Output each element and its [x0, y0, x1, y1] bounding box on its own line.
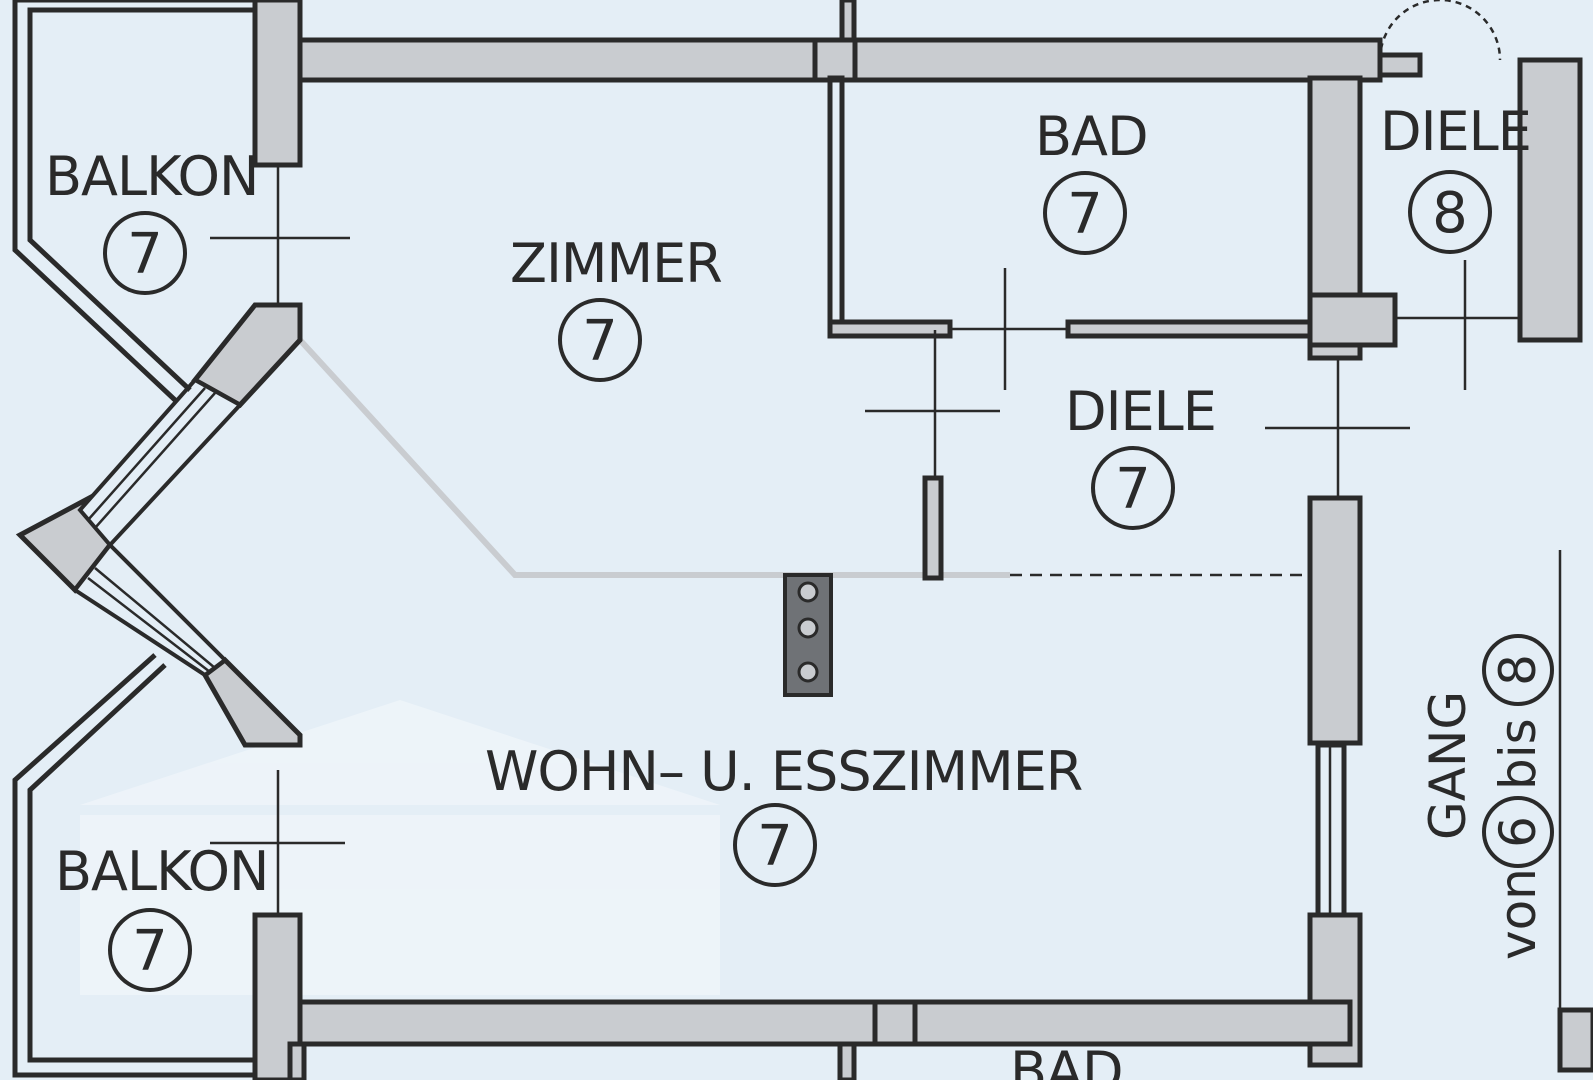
room-number: 7 — [127, 222, 163, 287]
room-balkon-top: BALKON 7 — [45, 145, 259, 295]
room-number: 8 — [1432, 181, 1468, 246]
gang-middle: bis — [1489, 718, 1547, 790]
room-label: BALKON — [55, 840, 268, 903]
room-number: 7 — [1115, 457, 1151, 522]
room-label: ZIMMER — [510, 232, 722, 295]
room-label: BALKON — [45, 145, 258, 208]
room-number-circle — [103, 211, 187, 295]
room-number: 7 — [757, 814, 793, 879]
room-zimmer: ZIMMER 7 — [510, 232, 723, 382]
room-wohn-esszimmer: WOHN– U. ESSZIMMER 7 — [485, 740, 1083, 887]
room-label: DIELE — [1065, 380, 1216, 443]
gang-prefix: von — [1489, 868, 1547, 960]
room-label: WOHN– U. ESSZIMMER — [485, 740, 1082, 803]
room-balkon-bottom: BALKON 7 — [55, 840, 269, 992]
gang-label: GANG von 6 bis 8 — [1419, 634, 1554, 960]
room-number-circle — [1408, 170, 1492, 254]
room-label: BAD — [1010, 1040, 1123, 1080]
room-diele-right: DIELE 8 — [1380, 100, 1532, 254]
gang-to: 8 — [1489, 654, 1547, 686]
room-bad-bottom: BAD — [1010, 1040, 1124, 1080]
room-number-circle — [1043, 171, 1127, 255]
room-number-circle — [1091, 446, 1175, 530]
axis-lines — [210, 165, 1520, 915]
gang-word: GANG — [1419, 691, 1477, 840]
room-number: 7 — [1067, 182, 1103, 247]
gang-from: 6 — [1489, 816, 1547, 848]
gang-to-circle — [1482, 634, 1554, 706]
balcony-outlines — [12, 0, 255, 1078]
room-number-circle — [558, 298, 642, 382]
door-swing-arc — [1378, 0, 1502, 61]
gang-from-circle — [1482, 796, 1554, 868]
room-label: BAD — [1035, 105, 1148, 168]
room-label: DIELE — [1380, 100, 1531, 163]
bay-window — [15, 302, 303, 748]
room-number: 7 — [132, 919, 168, 984]
room-number: 7 — [582, 309, 618, 374]
room-number-circle — [733, 803, 817, 887]
room-number-circle — [108, 908, 192, 992]
room-bad-top: BAD 7 — [1035, 105, 1149, 255]
room-diele-center: DIELE 7 — [1065, 380, 1217, 530]
